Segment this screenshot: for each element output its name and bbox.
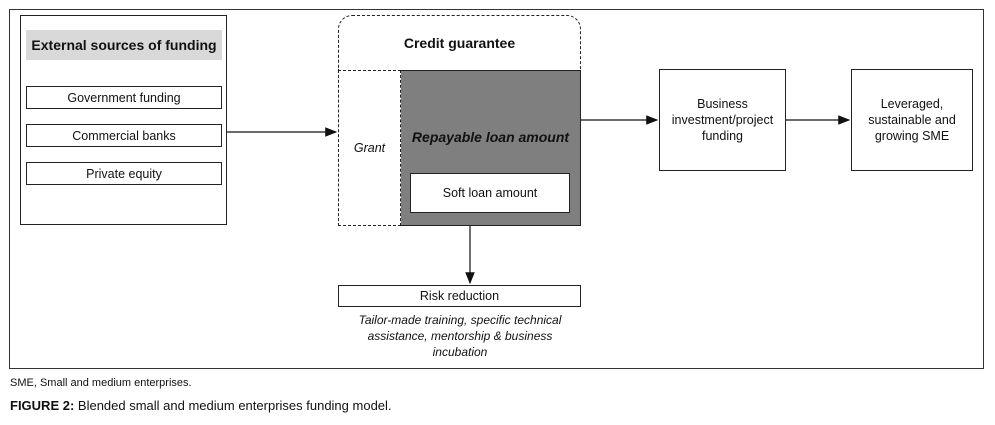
risk-reduction-note: Tailor-made training, specific technical… [358, 313, 562, 359]
caption-label: FIGURE 2: [10, 398, 75, 413]
grant-box: Grant [338, 70, 401, 226]
soft-loan-box: Soft loan amount [410, 173, 570, 213]
credit-guarantee-title: Credit guarantee [338, 15, 581, 70]
abbreviation-note: SME, Small and medium enterprises. [10, 377, 192, 389]
source-government-funding: Government funding [26, 86, 222, 109]
repayable-loan-label: Repayable loan amount [411, 129, 570, 145]
source-commercial-banks: Commercial banks [26, 124, 222, 147]
sme-outcome-box: Leveraged, sustainable and growing SME [851, 69, 973, 171]
figure-frame [9, 9, 984, 369]
risk-reduction-box: Risk reduction [338, 285, 581, 307]
external-sources-title: External sources of funding [26, 30, 222, 60]
business-funding-box: Business investment/project funding [659, 69, 786, 171]
source-private-equity: Private equity [26, 162, 222, 185]
figure-caption: FIGURE 2: Blended small and medium enter… [10, 398, 392, 413]
caption-text: Blended small and medium enterprises fun… [74, 398, 392, 413]
